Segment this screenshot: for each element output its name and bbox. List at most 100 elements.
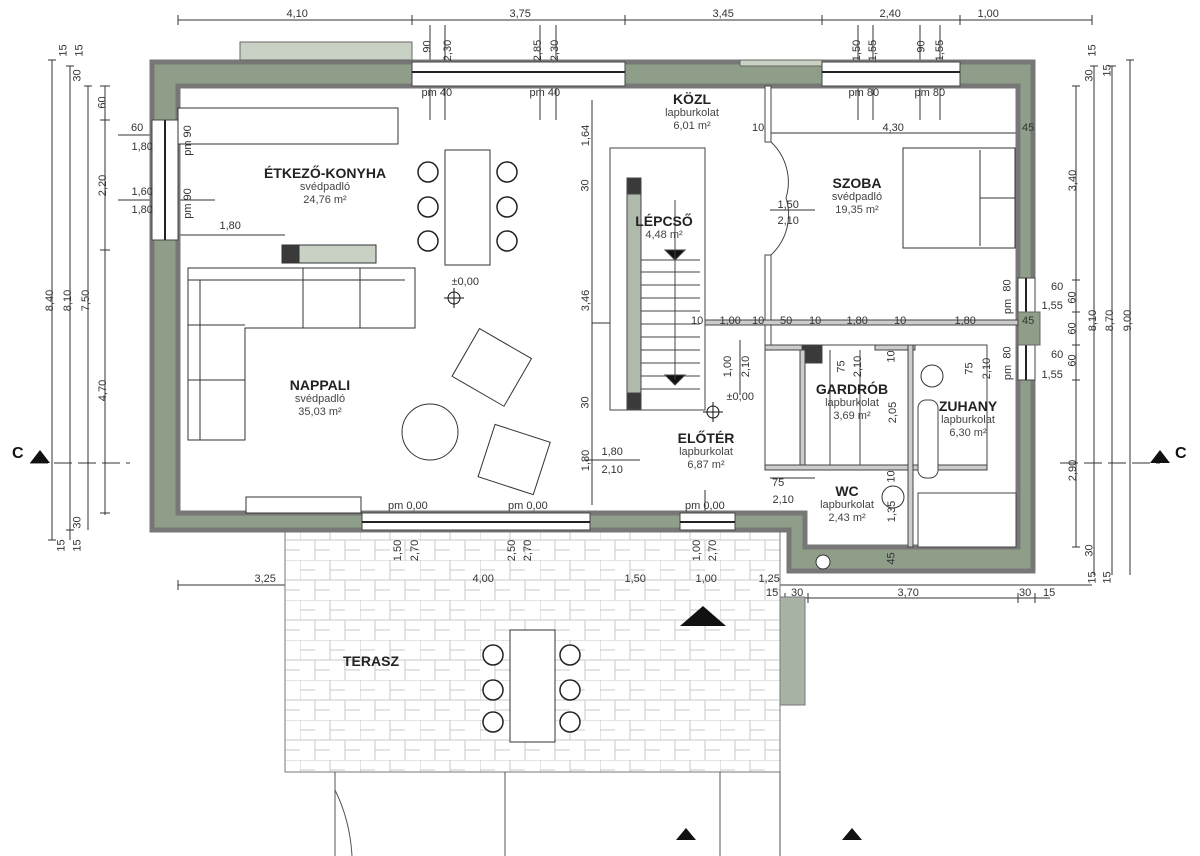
chair bbox=[417, 161, 439, 183]
dimension-label: pm 90 bbox=[181, 187, 194, 219]
chair bbox=[482, 711, 504, 733]
dimension-label: 1,64 bbox=[579, 124, 592, 146]
dimension-label: 10 bbox=[752, 314, 765, 327]
dimension-label: 10 bbox=[885, 469, 898, 483]
dimension-label: 1,80 bbox=[131, 203, 153, 216]
dimension-label: 60 bbox=[1066, 321, 1079, 335]
chair bbox=[559, 679, 581, 701]
dimension-label: 1,55 bbox=[1041, 299, 1063, 312]
dimension-label: 3,25 bbox=[254, 572, 276, 585]
dimension-label: 15 bbox=[57, 43, 70, 57]
dimension-label: 45 bbox=[1022, 121, 1035, 134]
dimension-label: 15 bbox=[766, 586, 779, 599]
chair bbox=[482, 679, 504, 701]
room-area: 24,76 m² bbox=[303, 194, 347, 206]
room-name: SZOBA bbox=[832, 175, 882, 191]
dimension-label: pm 80 bbox=[848, 86, 880, 99]
dimension-label: ±0,00 bbox=[451, 275, 479, 288]
dimension-label: 9,00 bbox=[1121, 309, 1134, 331]
dimension-label: 60 bbox=[1066, 353, 1079, 367]
dimension-label: 10 bbox=[752, 121, 765, 134]
dimension-label: 3,70 bbox=[897, 586, 919, 599]
dimension-label: 1,50 bbox=[391, 539, 404, 561]
chair bbox=[417, 230, 439, 252]
dimension-label: 1,35 bbox=[885, 500, 898, 522]
dimension-label: 1,80 bbox=[579, 449, 592, 471]
dimension-label: 2,10 bbox=[777, 214, 799, 227]
dimension-label: 2,20 bbox=[96, 174, 109, 196]
staircase bbox=[609, 147, 706, 411]
room-floor: lapburkolat bbox=[665, 107, 719, 119]
dimension-label: 1,80 bbox=[219, 219, 241, 232]
room-floor: svédpadló bbox=[299, 181, 351, 193]
room-label: TERASZ bbox=[343, 653, 399, 669]
chair bbox=[559, 711, 581, 733]
chair bbox=[482, 644, 504, 666]
dimension-label: pm bbox=[1001, 364, 1014, 380]
dimension-label: pm 40 bbox=[529, 86, 561, 99]
dimension-label: 4,00 bbox=[472, 572, 494, 585]
dimension-label: 1,50 bbox=[777, 198, 799, 211]
furniture bbox=[177, 107, 1016, 743]
dimension-label: pm 0,00 bbox=[388, 499, 428, 512]
room-area: 6,30 m² bbox=[949, 427, 987, 439]
dimension-label: 3,75 bbox=[509, 7, 531, 20]
dimension-label: 7,50 bbox=[79, 289, 92, 311]
room-floor: svédpadló bbox=[294, 393, 346, 405]
dimension-label: 15 bbox=[71, 538, 84, 552]
dimension-label: 8,10 bbox=[61, 289, 74, 311]
chairs bbox=[417, 161, 581, 733]
room-floor: lapburkolat bbox=[941, 414, 995, 426]
dimension-label: 60 bbox=[131, 121, 144, 134]
dimension-label: 1,55 bbox=[1041, 368, 1063, 381]
dimension-label: 4,30 bbox=[882, 121, 904, 134]
dimension-label: pm 0,00 bbox=[685, 499, 725, 512]
dimension-label: 15 bbox=[1101, 570, 1114, 584]
dimension-label: 10 bbox=[691, 314, 704, 327]
dimension-label: 60 bbox=[1051, 280, 1064, 293]
dimension-label: 1,50 bbox=[850, 39, 863, 61]
dimension-label: 1,00 bbox=[690, 539, 703, 561]
dimension-label: 30 bbox=[579, 395, 592, 409]
dimension-label: 3,46 bbox=[579, 289, 592, 311]
dimension-label: 1,00 bbox=[977, 7, 999, 20]
dimension-label: 8,40 bbox=[43, 289, 56, 311]
dimension-label: pm 40 bbox=[421, 86, 453, 99]
section-mark: C bbox=[1175, 445, 1187, 462]
dimension-label: 15 bbox=[1101, 63, 1114, 77]
dimension-label: 1,50 bbox=[624, 572, 646, 585]
dimension-label: pm 0,00 bbox=[508, 499, 548, 512]
dimension-label: 15 bbox=[73, 43, 86, 57]
chair bbox=[559, 644, 581, 666]
dimension-label: 30 bbox=[791, 586, 804, 599]
interior-walls bbox=[699, 85, 1019, 548]
dimension-label: 3,45 bbox=[712, 7, 734, 20]
dimension-label: 80 bbox=[1001, 345, 1014, 359]
dimension-label: 2,50 bbox=[505, 539, 518, 561]
section-mark: C bbox=[12, 445, 24, 462]
room-name: KÖZL bbox=[672, 91, 712, 107]
dimension-label: 75 bbox=[963, 361, 976, 375]
room-name: TERASZ bbox=[343, 653, 399, 669]
dimension-label: 30 bbox=[1019, 586, 1032, 599]
dimension-label: 90 bbox=[915, 39, 928, 53]
dimension-label: 1,80 bbox=[601, 445, 623, 458]
room-name: ÉTKEZŐ-KONYHA bbox=[263, 165, 387, 181]
room-area: 19,35 m² bbox=[835, 204, 879, 216]
dimension-label: 1,00 bbox=[721, 355, 734, 377]
room-name: ZUHANY bbox=[938, 398, 998, 414]
room-floor: lapburkolat bbox=[825, 397, 879, 409]
room-area: 3,69 m² bbox=[833, 410, 871, 422]
room-name: GARDRÓB bbox=[815, 381, 889, 397]
dimension-label: ±0,00 bbox=[726, 390, 754, 403]
dimension-label: pm 90 bbox=[181, 124, 194, 156]
room-floor: svédpadló bbox=[831, 191, 883, 203]
dimension-label: 1,80 bbox=[131, 140, 153, 153]
